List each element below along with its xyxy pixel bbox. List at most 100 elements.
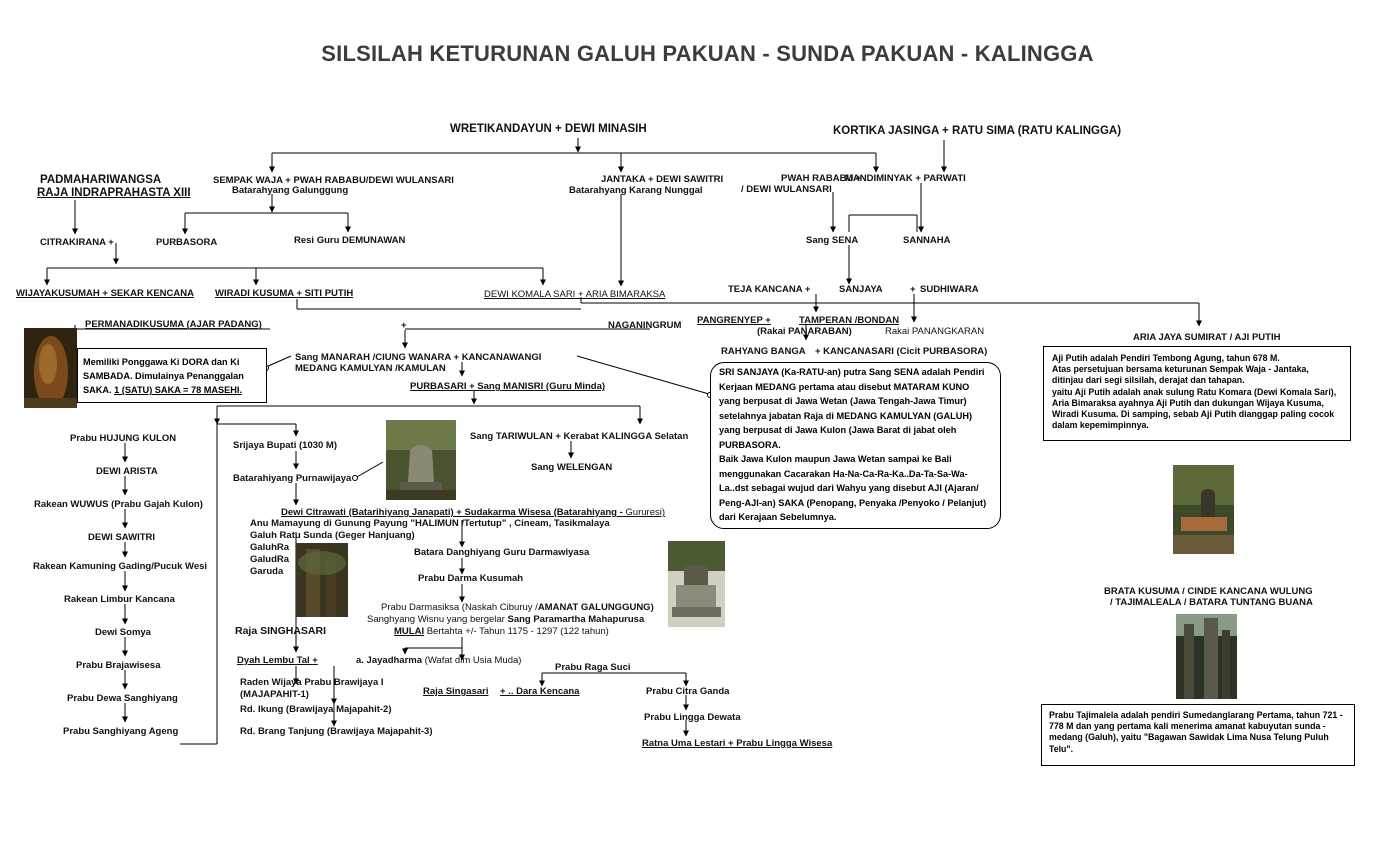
- node-prabu-darmasiksa-text: Prabu Darmasiksa (Naskah Ciburuy /: [381, 602, 538, 613]
- node-prabu-hujung-kulon: Prabu HUJUNG KULON: [70, 433, 177, 444]
- node-aria-jaya-sumirat: ARIA JAYA SUMIRAT / AJI PUTIH: [1133, 332, 1281, 343]
- node-mandiminyak: MANDIMINYAK + PARWATI: [845, 173, 966, 184]
- node-rd-brang-tanjung: Rd. Brang Tanjung (Brawijaya Majapahit-3…: [240, 726, 433, 737]
- node-teja-kancana: TEJA KANCANA +: [728, 284, 811, 295]
- node-sudhiwara-plus: +: [910, 284, 916, 295]
- node-dyah-lembu-tal: Dyah Lembu Tal +: [237, 655, 318, 666]
- node-amanat-galunggung-text: AMANAT GALUNGGUNG): [537, 602, 654, 613]
- node-mulai-bertahta: MULAI Bertahta +/- Tahun 1175 - 1297 (12…: [394, 626, 609, 637]
- node-dewi-citrawati: Dewi Citrawati (Batarihiyang Janapati) +…: [281, 507, 665, 518]
- node-sanghyang-wisnu: Sanghyang Wisnu yang bergelar Sang Param…: [367, 614, 644, 625]
- node-srijaya-bupati: Srijaya Bupati (1030 M): [233, 440, 338, 451]
- node-wretikandayun: WRETIKANDAYUN + DEWI MINASIH: [450, 123, 647, 135]
- node-wafat-text: (Wafat dlm Usia Muda): [424, 655, 522, 666]
- node-prabu-darmasiksa: Prabu Darmasiksa (Naskah Ciburuy /AMANAT…: [381, 602, 654, 613]
- info-box-sri-sanjaya-text-1: SRI SANJAYA (Ka-RATU-an) putra Sang SENA…: [719, 367, 985, 450]
- darmasiksa-tomb-photo: [668, 541, 725, 627]
- node-raja-indraprahasta: RAJA INDRAPRAHASTA XIII: [37, 187, 191, 199]
- node-paramartha-text: Sang Paramartha Mahapurusa: [507, 614, 645, 625]
- node-jayadharma-text: a. Jayadharma: [356, 655, 425, 666]
- node-rahyang-banga: RAHYANG BANGA: [721, 346, 806, 357]
- info-box-tajimalela: Prabu Tajimalela adalah pendiri Sumedang…: [1041, 704, 1355, 766]
- node-pwah-rababu: PWAH RABABU +: [781, 173, 862, 184]
- node-sempak-waja: SEMPAK WAJA + PWAH RABABU/DEWI WULANSARI: [213, 175, 454, 186]
- node-wijayakusumah: WIJAYAKUSUMAH + SEKAR KENCANA: [16, 288, 194, 299]
- node-prabu-darma-kusumah: Prabu Darma Kusumah: [418, 573, 524, 584]
- node-plus-sign: +: [401, 320, 407, 331]
- node-batarahyang-karang-nunggal: Batarahyang Karang Nunggal: [569, 185, 703, 196]
- node-wiradi-kusuma: WIRADI KUSUMA + SITI PUTIH: [215, 288, 354, 299]
- node-tamperan: TAMPERAN /BONDAN: [799, 315, 900, 326]
- info-box-sri-sanjaya-text-2: Baik Jawa Kulon maupun Jawa Wetan sampai…: [719, 454, 987, 522]
- info-box-aji-putih-text-3: yaitu Aji Putih adalah anak sulung Ratu …: [1052, 386, 1337, 431]
- node-purbasari: PURBASARI + Sang MANISRI (Guru Minda): [410, 381, 606, 392]
- node-bertahta-text: Bertahta +/- Tahun 1175 - 1297 (122 tahu…: [424, 626, 609, 637]
- page-title: SILSILAH KETURUNAN GALUH PAKUAN - SUNDA …: [321, 41, 1094, 66]
- info-box-ponggawa-text: Memiliki Ponggawa Ki DORA dan Ki SAMBADA…: [83, 357, 244, 395]
- node-rakai-panaraban: (Rakai PANARABAN): [757, 326, 852, 337]
- node-garuda: Garuda: [250, 566, 284, 577]
- node-sang-manarah: Sang MANARAH /CIUNG WANARA + KANCANAWANG…: [295, 352, 542, 363]
- node-batara-danghiyang: Batara Danghiyang Guru Darmawiyasa: [414, 547, 590, 558]
- node-tajimaleala: / TAJIMALEALA / BATARA TUNTANG BUANA: [1110, 597, 1313, 608]
- node-jantaka: JANTAKA + DEWI SAWITRI: [601, 174, 724, 185]
- node-rakean-kamuning: Rakean Kamuning Gading/Pucuk Wesi: [33, 561, 208, 572]
- node-ratna-uma-lestari: Ratna Uma Lestari + Prabu Lingga Wisesa: [642, 738, 833, 749]
- info-box-aji-putih: Aji Putih adalah Pendiri Tembong Agung, …: [1043, 346, 1351, 441]
- node-padmahariwangsa: PADMAHARIWANGSA: [40, 174, 162, 186]
- node-raja-singhasari: Raja SINGHASARI: [235, 625, 327, 637]
- node-gururesi-text: Gururesi): [625, 507, 665, 518]
- info-box-sri-sanjaya: SRI SANJAYA (Ka-RATU-an) putra Sang SENA…: [710, 362, 1001, 529]
- node-permanadikusuma: PERMANADIKUSUMA (AJAR PADANG): [85, 319, 262, 330]
- info-box-tajimalela-text: Prabu Tajimalela adalah pendiri Sumedang…: [1049, 710, 1343, 754]
- node-sanjaya: SANJAYA: [839, 284, 883, 295]
- node-dewi-citrawati-text: Dewi Citrawati (Batarihiyang Janapati) +…: [281, 507, 626, 518]
- node-sudhiwara: SUDHIWARA: [920, 284, 979, 295]
- node-citrakirana: CITRAKIRANA +: [40, 237, 114, 248]
- node-majapahit-1: (MAJAPAHIT-1): [240, 689, 309, 700]
- node-batarahiyang-purnawijaya: Batarahiyang Purnawijaya: [233, 473, 352, 484]
- node-prabu-brajawisesa: Prabu Brajawisesa: [76, 660, 161, 671]
- node-galuhra: GaluhRa: [250, 542, 290, 553]
- node-galuh-ratu-sunda: Galuh Ratu Sunda (Geger Hanjuang): [250, 530, 415, 541]
- tajimalela-forest-photo: [1176, 614, 1237, 699]
- info-box-aji-putih-text-1: Aji Putih adalah Pendiri Tembong Agung, …: [1052, 353, 1280, 363]
- node-prabu-raga-suci: Prabu Raga Suci: [555, 662, 631, 673]
- node-prabu-dewa-sanghiyang: Prabu Dewa Sanghiyang: [67, 693, 178, 704]
- node-rakean-limbur: Rakean Limbur Kancana: [64, 594, 175, 605]
- node-dewi-somya: Dewi Somya: [95, 627, 151, 638]
- purnawijaya-grave-photo: [386, 420, 456, 500]
- node-rakean-wuwus: Rakean WUWUS (Prabu Gajah Kulon): [34, 499, 203, 510]
- node-rakai-panangkaran: Rakai PANANGKARAN: [885, 326, 985, 337]
- node-medang-kamulyan: MEDANG KAMULYAN /KAMULAN: [295, 363, 446, 374]
- info-box-ponggawa: Memiliki Ponggawa Ki DORA dan Ki SAMBADA…: [77, 348, 267, 403]
- node-sang-sena: Sang SENA: [806, 235, 859, 246]
- node-kancanasari: + KANCANASARI (Cicit PURBASORA): [815, 346, 988, 357]
- node-pangrenyep: PANGRENYEP +: [697, 315, 771, 326]
- node-sanghyang-wisnu-text: Sanghyang Wisnu yang bergelar: [367, 614, 508, 625]
- node-naganingrum: NAGANINGRUM: [608, 320, 682, 331]
- node-jayadharma: a. Jayadharma (Wafat dlm Usia Muda): [356, 655, 521, 666]
- node-sang-welengan: Sang WELENGAN: [531, 462, 613, 473]
- node-galudra: GaludRa: [250, 554, 290, 565]
- node-rd-ikung: Rd. Ikung (Brawijaya Majapahit-2): [240, 704, 392, 715]
- info-box-aji-putih-text-2: Atas persetujuan bersama keturunan Sempa…: [1052, 364, 1309, 386]
- node-purbasora: PURBASORA: [156, 237, 218, 248]
- node-sang-tariwulan: Sang TARIWULAN + Kerabat KALINGGA Selata…: [470, 431, 689, 442]
- node-dewi-sawitri: DEWI SAWITRI: [88, 532, 156, 543]
- aji-putih-site-photo: [1173, 465, 1234, 554]
- node-mulai-text: MULAI: [394, 626, 425, 637]
- node-prabu-lingga-dewata: Prabu Lingga Dewata: [644, 712, 741, 723]
- node-prabu-citra-ganda: Prabu Citra Ganda: [646, 686, 730, 697]
- node-dewi-wulansari: / DEWI WULANSARI: [741, 184, 832, 195]
- node-kortika-jasinga: KORTIKA JASINGA + RATU SIMA (RATU KALING…: [833, 125, 1122, 137]
- galuh-ratu-forest-photo: [296, 543, 348, 617]
- node-dewi-komala-sari: DEWI KOMALA SARI + ARIA BIMARAKSA: [484, 289, 666, 300]
- info-box-saka-text: 1 (SATU) SAKA = 78 MASEHI.: [114, 385, 243, 395]
- node-raja-singasari: Raja Singasari: [423, 686, 489, 697]
- ajar-padang-stone-photo: [24, 328, 77, 408]
- node-dewi-arista: DEWI ARISTA: [96, 466, 158, 477]
- node-raden-wijaya: Raden Wijaya Prabu Brawijaya I: [240, 677, 384, 688]
- node-prabu-sanghiyang-ageng: Prabu Sanghiyang Ageng: [63, 726, 179, 737]
- node-sannaha: SANNAHA: [903, 235, 951, 246]
